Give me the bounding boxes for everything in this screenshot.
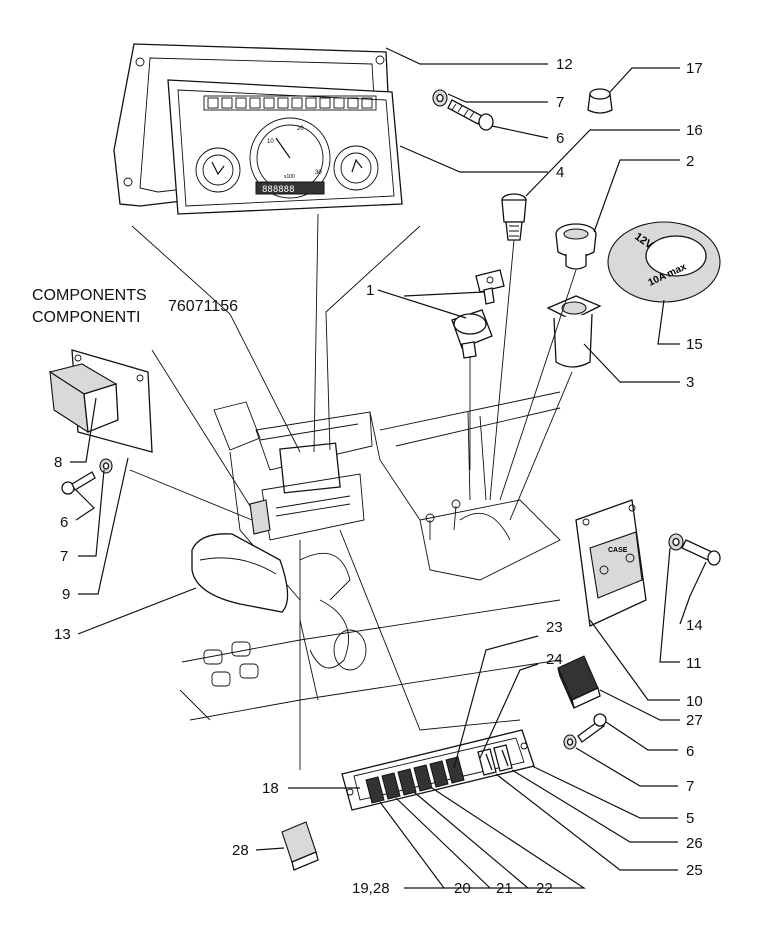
callout-28: 28 — [232, 842, 249, 859]
warning-lights — [203, 95, 377, 111]
callout-9: 9 — [62, 586, 70, 603]
odometer-value: 888888 — [262, 185, 295, 195]
callout-numbers: 12 7 6 4 17 16 2 15 3 1 8 6 7 9 13 14 11… — [54, 56, 703, 897]
callout-5: 5 — [686, 810, 694, 827]
callout-4: 4 — [556, 164, 564, 181]
relay-screw — [681, 539, 721, 566]
callout-3: 3 — [686, 374, 694, 391]
callout-7: 7 — [556, 94, 564, 111]
callout-27: 27 — [686, 712, 703, 729]
module-washer — [99, 458, 113, 474]
callout-10: 10 — [686, 693, 703, 710]
ignition-switch — [451, 309, 493, 359]
instrument-cluster: 10 20 30 x100 888888 — [113, 43, 403, 215]
panel-screw — [577, 713, 607, 743]
floor-pedals — [203, 641, 259, 687]
tach-mark-20: 20 — [297, 126, 304, 132]
leader-lines — [70, 47, 707, 889]
callout-2: 2 — [686, 153, 694, 170]
callout-7-right: 7 — [686, 778, 694, 795]
callout-1: 1 — [366, 282, 374, 299]
module-screw — [61, 471, 96, 495]
callout-15: 15 — [686, 336, 703, 353]
callout-6-left: 6 — [60, 514, 68, 531]
callout-24: 24 — [546, 651, 563, 668]
diagram-heading: COMPONENTS COMPONENTI 76071156 — [32, 287, 238, 326]
callout-13: 13 — [54, 626, 71, 643]
cluster-front-panel — [167, 79, 403, 215]
temperature-gauge — [195, 147, 241, 193]
callout-17: 17 — [686, 60, 703, 77]
panel-switches — [365, 744, 513, 804]
cluster-washer — [432, 89, 448, 107]
fuel-gauge — [333, 145, 379, 191]
callout-25: 25 — [686, 862, 703, 879]
callout-6: 6 — [556, 130, 564, 147]
odometer-display — [255, 181, 325, 195]
callout-11: 11 — [686, 655, 702, 672]
rocker-switch — [557, 655, 601, 709]
plate-brand: CASE — [608, 547, 628, 554]
callout-20: 20 — [454, 880, 471, 897]
tach-mark-10: 10 — [267, 139, 274, 145]
callout-8: 8 — [54, 454, 62, 471]
power-socket — [555, 223, 597, 270]
relay-washer — [668, 533, 684, 551]
callout-7-left: 7 — [60, 548, 68, 565]
ignition-key — [475, 269, 505, 305]
cluster-screw — [447, 99, 494, 131]
callout-19-28: 19,28 — [352, 880, 390, 897]
switch-panel — [341, 729, 535, 811]
socket-label-ring: 12V 10A max — [607, 221, 721, 303]
callout-18: 18 — [262, 780, 279, 797]
tach-mark-30: 30 — [315, 170, 322, 176]
callout-21: 21 — [496, 880, 513, 897]
callout-6-right: 6 — [686, 743, 694, 760]
part-code: 76071156 — [168, 298, 238, 315]
panel-washer — [563, 734, 577, 750]
callout-22: 22 — [536, 880, 553, 897]
switch-cap — [281, 821, 319, 871]
callout-16: 16 — [686, 122, 703, 139]
cigar-lighter — [501, 193, 527, 241]
callout-26: 26 — [686, 835, 703, 852]
heading-line2: COMPONENTI — [32, 309, 140, 326]
relay-plate: CASE — [575, 499, 647, 627]
cab-display — [279, 442, 341, 494]
tachometer: 10 20 30 x100 888888 — [249, 117, 331, 199]
callout-12: 12 — [556, 56, 573, 73]
electronic-module — [48, 349, 153, 453]
armrest-console — [191, 499, 289, 613]
callout-23: 23 — [546, 619, 563, 636]
callout-14: 14 — [686, 617, 703, 634]
heading-line1: COMPONENTS — [32, 287, 147, 304]
rubber-cap — [587, 88, 613, 114]
tach-unit: x100 — [284, 174, 295, 180]
